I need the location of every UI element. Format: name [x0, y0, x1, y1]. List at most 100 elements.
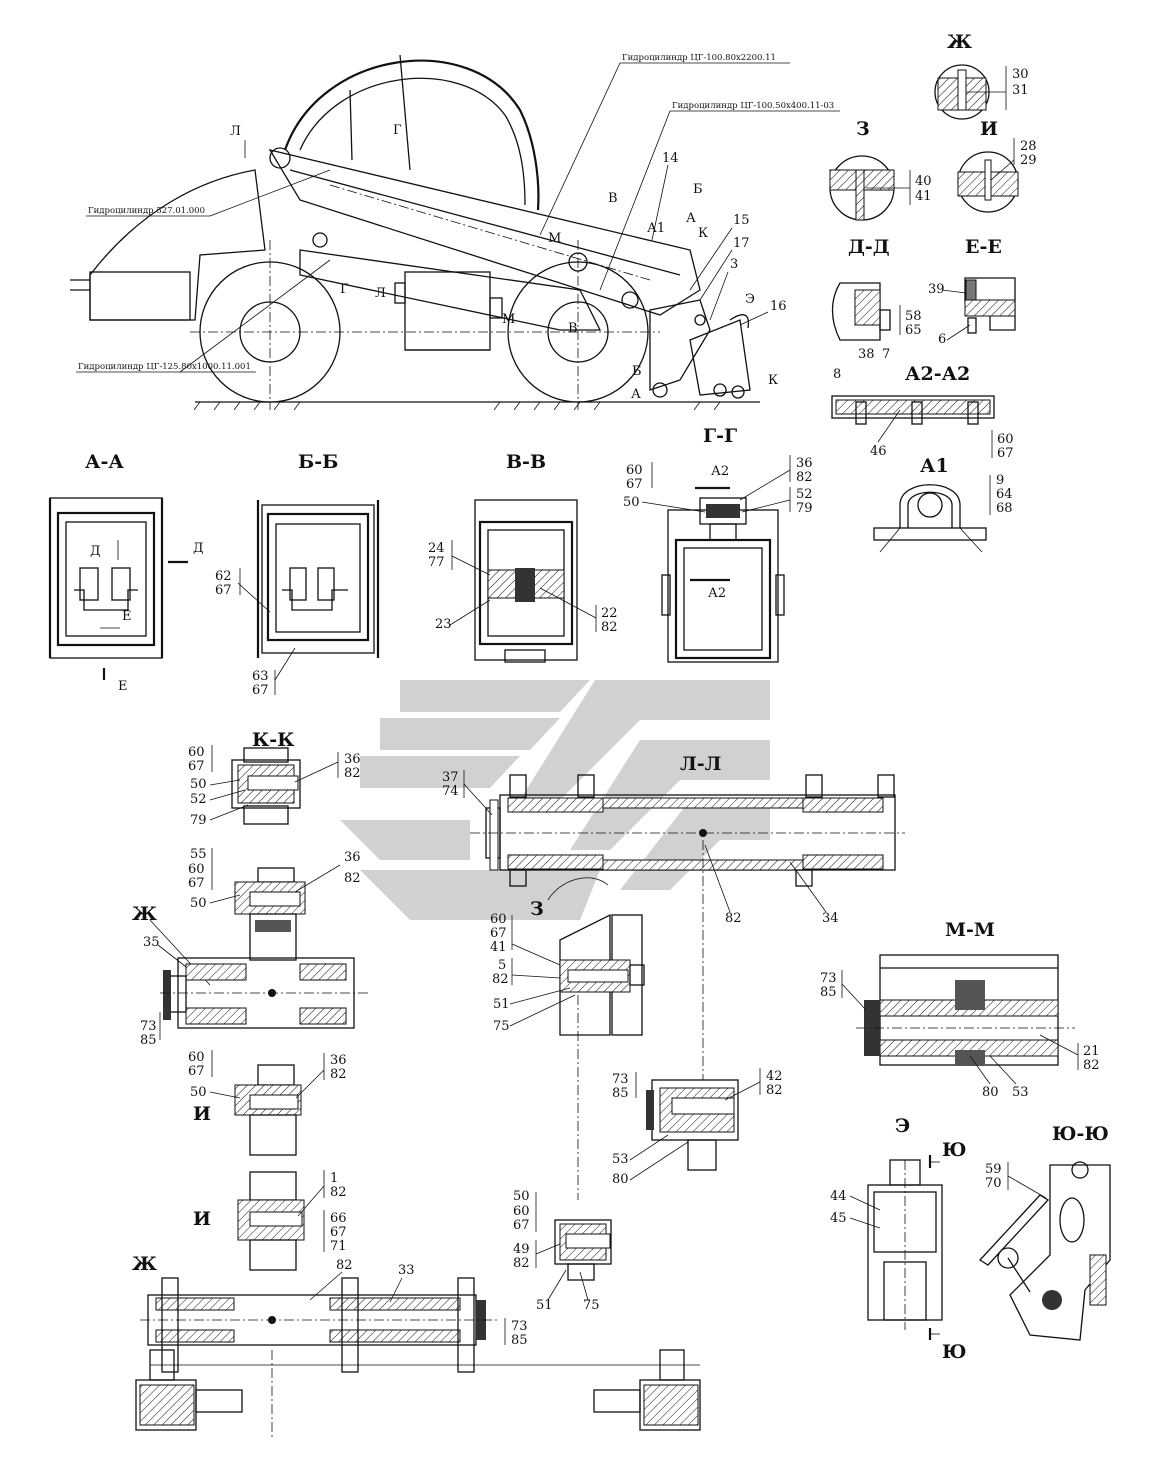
- mark-l-bot: Л: [375, 286, 386, 301]
- section-mm: М-М 73 85 21 82 80 53: [820, 919, 1100, 1100]
- title-gg: Г-Г: [703, 425, 737, 447]
- callout-67-bb2: 67: [252, 683, 269, 698]
- mark-yu-bot: Ю: [942, 1341, 966, 1363]
- detail-a1: А1 9 64 68: [873, 455, 1013, 553]
- mark-m-bot: М: [502, 312, 515, 327]
- callout-60-gg: 60: [626, 463, 643, 478]
- mark-v-bot: В: [568, 321, 578, 336]
- callout-60-ji: 60: [188, 1050, 205, 1065]
- mark-zh-shaft: Ж: [132, 903, 157, 925]
- detail-z: З 40 41: [829, 118, 932, 221]
- callout-60-a2: 60: [997, 432, 1014, 447]
- mark-m-top: М: [548, 231, 561, 246]
- callout-80-mm: 80: [982, 1085, 999, 1100]
- callout-64: 64: [996, 487, 1013, 502]
- callout-67-ji: 67: [188, 1064, 205, 1079]
- callout-82-ji2: 82: [330, 1185, 347, 1200]
- callout-85-mm: 85: [820, 985, 837, 1000]
- callout-35: 35: [143, 935, 160, 950]
- joint-ll-left: 60 67 41 5 82 51 75: [490, 912, 645, 1200]
- callout-85-shaft: 85: [511, 1333, 528, 1348]
- callout-45: 45: [830, 1211, 847, 1226]
- callout-60-j2: 60: [188, 862, 205, 877]
- shaft-zh: Ж 35 73 85: [132, 903, 370, 1048]
- machine-side-view: [70, 54, 760, 411]
- callout-49: 49: [513, 1242, 530, 1257]
- callout-46: 46: [870, 444, 887, 459]
- mark-a-top: А: [686, 211, 696, 226]
- mark-i-2: И: [193, 1208, 211, 1230]
- note-cyl-main: Гидроцилиндр ЦГ-100.80х2200.11: [622, 53, 776, 63]
- callout-77: 77: [428, 555, 445, 570]
- callout-33: 33: [398, 1263, 415, 1278]
- title-dd: Д-Д: [848, 236, 890, 258]
- detail-a2a2: А2-А2 8 46 60 67: [831, 363, 1014, 461]
- section-kk: К-К 60 67 50 52 79 36 82: [188, 729, 361, 828]
- callout-82-j49: 82: [513, 1256, 530, 1271]
- callout-82-shaft: 82: [336, 1258, 353, 1273]
- callout-65: 65: [905, 323, 922, 338]
- detail-i: И 28 29: [957, 118, 1037, 213]
- mark-k-top: К: [698, 226, 708, 241]
- mark-z-ll: З: [530, 898, 544, 920]
- callout-5: 5: [498, 958, 506, 973]
- title-mm: М-М: [945, 919, 995, 941]
- detail-ee: Е-Е 39 6: [928, 236, 1016, 347]
- section-aa: А-А Д Д Е Е: [48, 451, 204, 694]
- callout-36-kk: 36: [344, 752, 361, 767]
- callout-67-ji2: 67: [330, 1225, 347, 1240]
- mark-ye-aa: Е: [122, 609, 132, 624]
- mark-a2-gg-bot: А2: [708, 586, 726, 601]
- callout-67-j2: 67: [188, 876, 205, 891]
- callout-82-ll: 82: [725, 911, 742, 926]
- callout-28: 28: [1020, 139, 1037, 154]
- callout-37: 37: [442, 770, 459, 785]
- callout-23: 23: [435, 617, 452, 632]
- callout-30: 30: [1012, 67, 1029, 82]
- callout-66: 66: [330, 1211, 347, 1226]
- callout-62: 62: [215, 569, 232, 584]
- title-i: И: [980, 118, 998, 140]
- joint-i: 60 67 50 И 36 82: [188, 1050, 347, 1156]
- callout-67-kk: 67: [188, 759, 205, 774]
- callout-34: 34: [822, 911, 839, 926]
- callout-36-gg: 36: [796, 456, 813, 471]
- mark-k-bot: К: [768, 373, 778, 388]
- callout-44: 44: [830, 1189, 847, 1204]
- callout-71: 71: [330, 1239, 347, 1254]
- callout-55: 55: [190, 847, 207, 862]
- callout-73-zh: 73: [140, 1019, 157, 1034]
- callout-67-j49: 67: [513, 1218, 530, 1233]
- mark-l-top: Л: [230, 124, 241, 139]
- mark-e: Э: [745, 292, 755, 307]
- mark-d-aa-right: Д: [193, 541, 204, 556]
- note-cyl-bottom: Гидроцилиндр ЦГ-125.80х1000.11.001: [78, 362, 251, 372]
- callout-41-lll: 41: [490, 940, 507, 955]
- callout-50-j49: 50: [513, 1189, 530, 1204]
- view-e: Э 44 45 Ю Ю: [830, 1115, 966, 1363]
- section-yuyu: Ю-Ю 59 70: [978, 1123, 1111, 1341]
- watermark-logo: [340, 680, 770, 920]
- title-ee: Е-Е: [965, 236, 1002, 258]
- note-cyl-527: Гидроцилиндр 527.01.000: [88, 206, 205, 216]
- title-vv: В-В: [506, 451, 546, 473]
- callout-8: 8: [833, 367, 841, 382]
- callout-50-ji: 50: [190, 1085, 207, 1100]
- callout-42: 42: [766, 1069, 783, 1084]
- section-bb: Б-Б 62 67 63 67: [215, 451, 380, 698]
- main-view-notes: Гидроцилиндр ЦГ-100.80х2200.11 Гидроцили…: [76, 53, 840, 373]
- detail-zh: Ж 30 31: [934, 31, 1029, 120]
- joint-i-2: И 1 82 66 67 71: [193, 1170, 347, 1271]
- callout-15: 15: [733, 213, 750, 228]
- callout-82-j42: 82: [766, 1083, 783, 1098]
- callout-67-a2: 67: [997, 446, 1014, 461]
- mark-v-top: В: [608, 191, 618, 206]
- callout-31: 31: [1012, 83, 1029, 98]
- callout-82-ji: 82: [330, 1067, 347, 1082]
- callout-51-j49: 51: [536, 1298, 553, 1313]
- shaft-33: Ж 82 33 73 85: [132, 1253, 528, 1373]
- mark-b-bot: Б: [632, 364, 642, 379]
- title-z: З: [856, 118, 870, 140]
- callout-82-kk: 82: [344, 766, 361, 781]
- title-ll: Л-Л: [680, 753, 722, 775]
